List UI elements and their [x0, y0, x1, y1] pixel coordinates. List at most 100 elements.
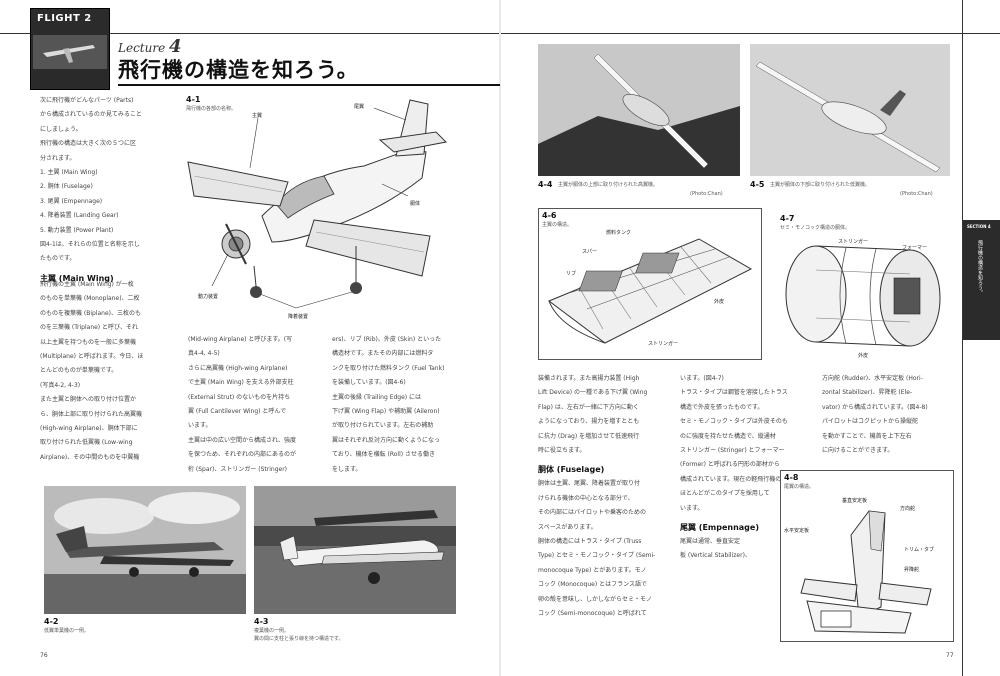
- text-column-1b: 飛行機の主翼 (Main Wing) が一枚 のものを単葉機 (Monoplan…: [40, 278, 180, 474]
- paragraph-line: たものです。: [40, 255, 76, 263]
- section-heading-empennage: 尾翼 (Empennage): [680, 523, 759, 533]
- paragraph-line: 以上主翼を持つものを一般に多葉機: [40, 338, 137, 346]
- paragraph-line: (写真4-2, 4-3): [40, 381, 81, 389]
- paragraph-line: 分されます。: [40, 154, 76, 162]
- paragraph-line: に向けることができます。: [822, 447, 894, 455]
- callout-former: フォーマー: [902, 245, 928, 251]
- flight-chapter-tab: FLIGHT 2: [30, 8, 110, 90]
- fuselage-structure-diagram: [776, 216, 952, 358]
- section-side-tab: SECTION 4 飛行機の構造を知ろう。: [963, 220, 1000, 340]
- paragraph-line: を装備しています。(図4-6): [332, 379, 406, 387]
- callout-main-wing: 主翼: [252, 113, 263, 119]
- callout-stringer-fuselage: ストリンガー: [838, 239, 869, 245]
- paragraph-line: パイロットはコクピットから操縦舵: [822, 418, 919, 426]
- paragraph-line: のものを複葉機 (Biplane)、三枚のも: [40, 309, 142, 317]
- paragraph-line: に抗力 (Drag) を増加させて低速飛行: [538, 432, 640, 440]
- paragraph-line: 桁 (Spar)、ストリンガー (Stringer): [188, 465, 288, 473]
- side-tab-text: 飛行機の構造を知ろう。: [977, 240, 983, 295]
- paragraph-line: ており、機体を横転 (Roll) させる働き: [332, 451, 435, 459]
- paragraph-line: 尾翼は通常、垂直安定: [680, 538, 741, 546]
- paragraph-line: monocoque Type) とがあります。モノ: [538, 566, 647, 574]
- photo-credit: (Photo:Chan): [690, 191, 723, 197]
- figure-caption: 低翼単葉機の一例。: [44, 628, 90, 634]
- paragraph-line: ンクを取り付けた燃料タンク (Fuel Tank): [332, 364, 445, 372]
- figure-caption: 複葉機の一例。: [254, 628, 290, 634]
- text-column-5: います。(図4-7) トラス・タイプは鋼管を溶接したトラス 構造で外皮を張ったも…: [680, 372, 812, 662]
- paragraph-line: 飛行機の主翼 (Main Wing) が一枚: [40, 281, 134, 288]
- figure-caption: セミ・モノコック構造の胴体。: [780, 225, 851, 231]
- figure-caption: 主翼の構造。: [542, 222, 573, 228]
- paragraph-line: (Multiplane) と呼ばれます。今日、ほ: [40, 353, 144, 361]
- paragraph-line: トラス・タイプは鋼管を溶接したトラス: [680, 389, 788, 397]
- paragraph-line: Type) とセミ・モノコック・タイプ (Semi-: [538, 552, 656, 560]
- callout-skin-fuselage: 外皮: [858, 353, 869, 359]
- paragraph-line: から構成されているのか見てみること: [40, 111, 142, 119]
- page-number-left: 76: [40, 652, 48, 659]
- page-title: 飛行機の構造を知ろう。: [118, 58, 359, 82]
- figure-box: [780, 470, 954, 642]
- flight-label: FLIGHT 2: [37, 13, 92, 24]
- paragraph-line: その内部にはパイロットや乗客のための: [538, 509, 647, 517]
- paragraph-line: で主翼 (Main Wing) を支える外部支柱: [188, 379, 294, 387]
- paragraph-line: Airplane)、その中間のものを中翼機: [40, 453, 140, 461]
- paragraph-line: ら、胴体上部に取り付けられた高翼機: [40, 410, 143, 418]
- paragraph-line: ers)、リブ (Rib)、外皮 (Skin) といった: [332, 336, 442, 343]
- figure-number: 4-5: [750, 180, 765, 189]
- figure-number: 4-8: [784, 473, 799, 482]
- callout-rudder: 方向舵: [900, 506, 916, 512]
- paragraph-line: (High-wing Airplane)、胴体下部に: [40, 425, 138, 433]
- paragraph-line: を動かすことで、機首を上下左右: [822, 432, 912, 440]
- list-item: 2. 胴体 (Fuselage): [40, 183, 93, 191]
- figure-number: 4-1: [186, 95, 201, 104]
- paragraph-line: ようになっており、揚力を増すととも: [538, 418, 640, 426]
- paragraph-line: 次に飛行機がどんなパーツ (Parts): [40, 97, 134, 104]
- paragraph-line: にしましょう。: [40, 125, 82, 133]
- paragraph-line: (Former) と呼ばれる円形の部材から: [680, 461, 780, 469]
- text-column-4: 装備されます。また高揚力装置 (High Lift Device) の一種である…: [538, 372, 668, 662]
- paragraph-line: 主翼の後縁 (Trailing Edge) には: [332, 393, 422, 401]
- paragraph-line: 翼 (Full Cantilever Wing) と呼んで: [188, 408, 287, 416]
- right-margin-rule: [962, 0, 963, 676]
- figure-caption: 尾翼の構造。: [784, 484, 815, 490]
- callout-horizontal-stabilizer: 水平安定板: [784, 528, 810, 534]
- paragraph-line: 図4-1は、それらの位置と名称を示し: [40, 241, 140, 249]
- paragraph-line: さらに高翼機 (High-wing Airplane): [188, 364, 288, 372]
- figure-number: 4-4: [538, 180, 553, 189]
- paragraph-line: コック (Semi-monocoque) と呼ばれて: [538, 610, 647, 618]
- photo-biplane: [254, 486, 456, 614]
- paragraph-line: vator) から構成されています。(図4-8): [822, 403, 928, 411]
- paragraph-line: 装備されます。また高揚力装置 (High: [538, 375, 640, 382]
- text-column-3: ers)、リブ (Rib)、外皮 (Skin) といった 構造材です。またその内…: [332, 333, 472, 478]
- paragraph-line: います。: [680, 504, 704, 512]
- figure-number: 4-3: [254, 617, 269, 626]
- figure-caption: 主翼が胴体の上部に取り付けられた高翼機。: [558, 182, 659, 188]
- side-tab-label: SECTION 4: [967, 224, 991, 229]
- paragraph-line: 胴体の構造にはトラス・タイプ (Truss: [538, 538, 642, 546]
- paragraph-line: 板 (Vertical Stabilizer)、: [680, 552, 751, 560]
- figure-number: 4-6: [542, 211, 557, 220]
- paragraph-line: 卵の殻を意味し、しかしながらセミ・モノ: [538, 595, 653, 603]
- text-column-2: (Mid-wing Airplane) と呼びます。(写 真4-4, 4-5) …: [188, 333, 328, 478]
- paragraph-line: 下げ翼 (Wing Flap) や補助翼 (Aileron): [332, 408, 440, 416]
- callout-rib: リブ: [566, 271, 577, 277]
- figure-number: 4-7: [780, 214, 795, 223]
- callout-skin: 外皮: [714, 299, 725, 305]
- paragraph-line: スペースがあります。: [538, 523, 597, 531]
- section-heading-main-wing: 主翼 (Main Wing): [40, 273, 114, 283]
- list-item: 4. 降着装置 (Landing Gear): [40, 212, 119, 220]
- paragraph-line: 胴体は主翼、尾翼、降着装置が取り付: [538, 480, 641, 488]
- paragraph-line: 主翼は中の広い空間から構成され、強度: [188, 436, 297, 444]
- list-item: 3. 尾翼 (Empennage): [40, 197, 103, 205]
- paragraph-line: Lift Device) の一種である下げ翼 (Wing: [538, 389, 648, 397]
- title-underline: [118, 84, 500, 86]
- page-number-right: 77: [946, 652, 954, 659]
- lecture-label: Lecture 4: [118, 36, 182, 57]
- lecture-word: Lecture: [118, 41, 166, 55]
- paragraph-line: Flap) は、左右が一緒に下方向に動く: [538, 403, 639, 411]
- text-column-6: 方向舵 (Rudder)、水平安定板 (Hori- zontal Stabili…: [822, 372, 950, 472]
- chapter-thumbnail-photo: [33, 35, 107, 87]
- paragraph-line: が取り付けられています。左右の補助: [332, 422, 434, 430]
- figure-caption: 翼の間に支柱と張り線を持つ構造です。: [254, 636, 344, 642]
- paragraph-line: 構造材です。またその内部には燃料タ: [332, 350, 434, 358]
- paragraph-line: zontal Stabilizer)、昇降舵 (Ele-: [822, 389, 913, 397]
